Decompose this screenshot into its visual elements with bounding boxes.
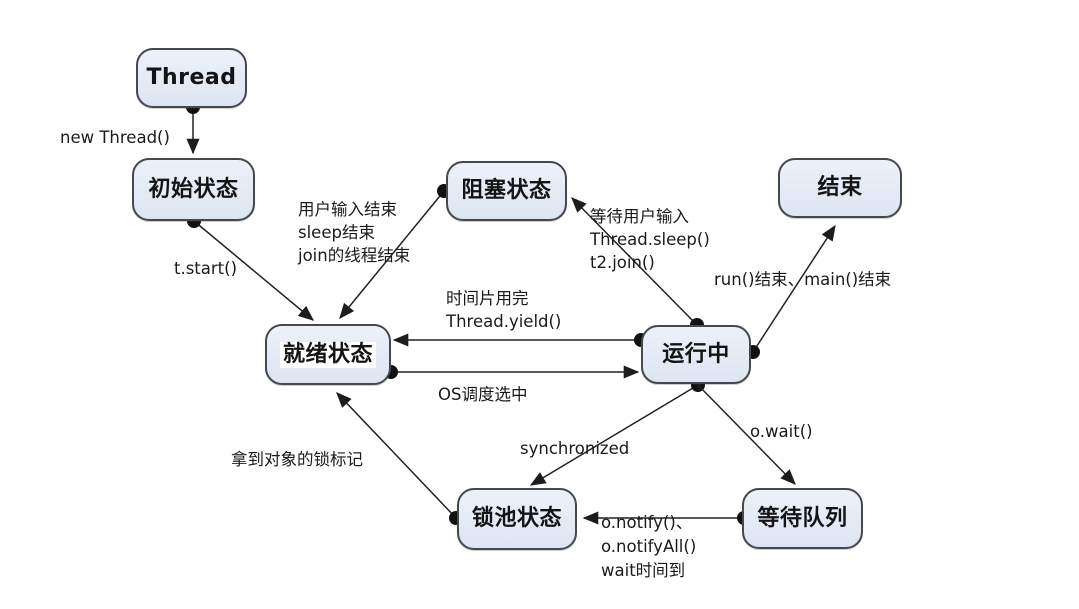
- edge-label-running-to-end: run()结束、main()结束: [714, 270, 892, 289]
- node-end-state-label: 结束: [817, 175, 863, 200]
- edge-label-synchronized: synchronized: [520, 439, 630, 458]
- edge-label-t-start: t.start(): [174, 259, 238, 278]
- node-running-state: 运行中: [641, 325, 751, 384]
- edge-running-to-wait-queue: [697, 384, 796, 485]
- edge-label-notify: o.notify()、 o.notifyAll() wait时间到: [601, 513, 697, 580]
- node-blocked-state-label: 阻塞状态: [461, 178, 552, 203]
- node-initial-state-label: 初始状态: [148, 176, 239, 202]
- node-end-state: 结束: [778, 158, 902, 218]
- edge-running-to-lock-pool: [529, 378, 705, 486]
- edge-running-to-ready: [392, 333, 648, 347]
- edge-label-blocked-to-ready: 用户输入结束 sleep结束 join的线程结束: [298, 200, 411, 265]
- node-wait-queue-state: 等待队列: [742, 488, 863, 549]
- node-ready-state-label: 就绪状态: [279, 341, 376, 368]
- node-lock-pool-state-label: 锁池状态: [471, 506, 562, 531]
- node-blocked-state: 阻塞状态: [446, 161, 567, 221]
- edge-running-to-end: [746, 224, 836, 359]
- edge-label-new-thread: new Thread(): [60, 128, 170, 147]
- edge-label-o-wait: o.wait(): [750, 422, 813, 441]
- edge-ready-to-running: [384, 365, 640, 379]
- edge-label-os-schedule: OS调度选中: [438, 385, 528, 404]
- edge-label-thread-yield: 时间片用完 Thread.yield(): [446, 289, 562, 331]
- node-thread: Thread: [136, 48, 247, 108]
- edge-label-running-to-blocked: 等待用户输入 Thread.sleep() t2.join(): [590, 207, 710, 272]
- edge-label-got-lock: 拿到对象的锁标记: [231, 450, 363, 469]
- node-initial-state: 初始状态: [132, 158, 255, 221]
- node-lock-pool-state: 锁池状态: [457, 488, 577, 550]
- node-wait-queue-state-label: 等待队列: [757, 505, 848, 531]
- node-thread-label: Thread: [146, 65, 237, 90]
- node-running-state-label: 运行中: [662, 341, 730, 367]
- node-ready-state: 就绪状态: [265, 324, 391, 385]
